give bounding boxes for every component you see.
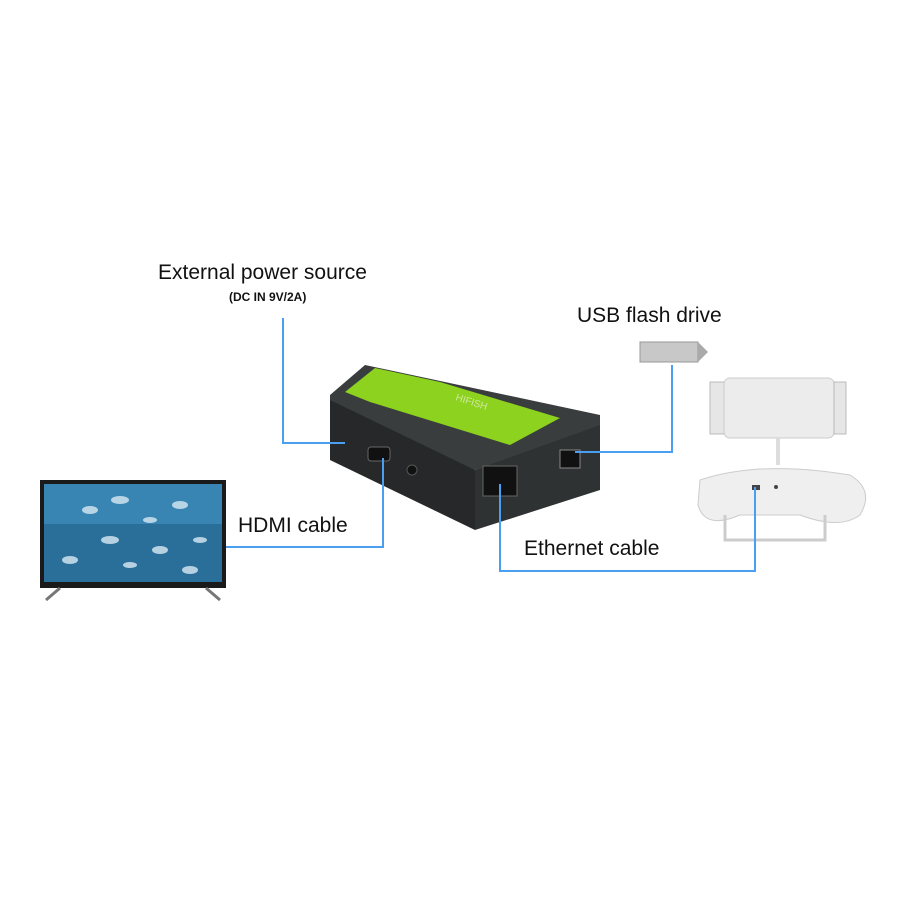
- hdmi-connector-line: [226, 458, 384, 548]
- remote-controller-image: [697, 377, 867, 542]
- usb-flash-drive-label: USB flash drive: [577, 304, 722, 327]
- hdmi-cable-label: HDMI cable: [238, 514, 348, 537]
- power-spec-label: (DC IN 9V/2A): [229, 290, 307, 304]
- tv-image: [40, 480, 226, 602]
- usb-connector-line: [575, 365, 673, 453]
- hifish-device-image: HIFISH: [330, 365, 600, 530]
- power-connector-line: [282, 318, 345, 444]
- usb-flash-drive-image: [639, 341, 708, 363]
- power-source-label: External power source: [158, 261, 367, 284]
- ethernet-connector-line: [499, 484, 756, 572]
- ethernet-cable-label: Ethernet cable: [524, 537, 660, 560]
